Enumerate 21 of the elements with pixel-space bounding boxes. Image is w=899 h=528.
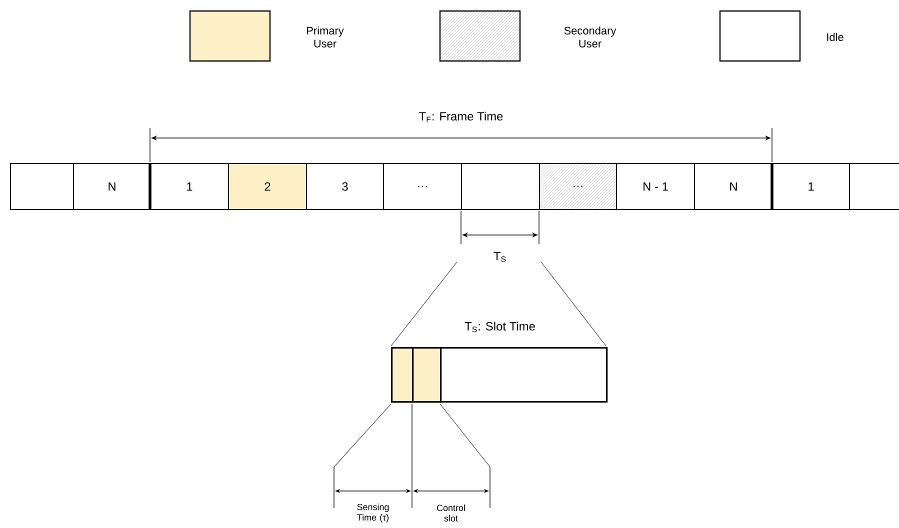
slot-cell: 1 — [772, 163, 850, 210]
legend-label: Idle — [827, 32, 844, 42]
slot-cell: … — [383, 163, 462, 210]
slot-cell — [10, 163, 74, 210]
dimension-label: T$_{F}$: Frame Time — [419, 112, 503, 122]
legend-label: Secondary User — [564, 26, 616, 48]
slot-title: T$_{S}$: Slot Time — [464, 322, 535, 332]
slot-cell: … — [539, 163, 617, 210]
dimension-label: Control slot — [437, 504, 465, 522]
sensing-part — [391, 347, 414, 403]
slot-cell: 2 — [228, 163, 307, 210]
slot-cell — [461, 163, 540, 210]
slot-cell: 3 — [306, 163, 384, 210]
slot-cell: N - 1 — [616, 163, 695, 210]
slot-cell: N — [73, 163, 151, 210]
slot-cell: N — [694, 163, 773, 210]
legend-label: Primary User — [307, 26, 344, 48]
control-part — [412, 347, 442, 403]
dimension-label: Sensing Time (τ) — [357, 504, 389, 522]
dimension-label: T$_{S}$ — [494, 252, 506, 262]
slot-cell — [849, 163, 899, 210]
